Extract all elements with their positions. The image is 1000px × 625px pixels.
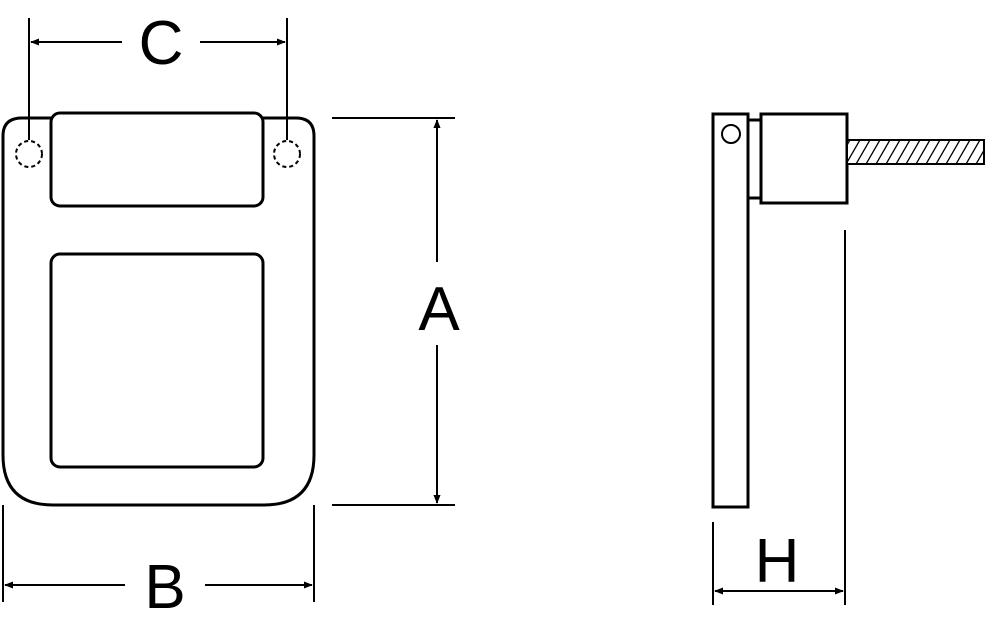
- right-mounting-hole: [273, 140, 301, 168]
- grip-opening: [49, 252, 265, 469]
- handle-profile-bar: [711, 112, 750, 509]
- mounting-plate: [49, 111, 265, 208]
- dimension-a: [332, 117, 455, 506]
- left-mounting-hole: [15, 140, 43, 168]
- dimension-a-label: A: [418, 275, 460, 344]
- bracket-connector: [746, 118, 763, 200]
- dimension-c: [28, 18, 288, 140]
- dimension-h-label: H: [755, 527, 800, 596]
- dimension-h: [712, 230, 846, 605]
- pivot-hole: [721, 124, 741, 144]
- mounting-block: [759, 112, 849, 205]
- dimension-b: [2, 505, 315, 602]
- front-view: [1, 111, 316, 507]
- side-view: [711, 112, 985, 509]
- dimension-c-label: C: [139, 9, 184, 78]
- dimension-b-label: B: [144, 553, 185, 622]
- handle-outer-outline: [1, 116, 316, 507]
- threaded-bolt: [846, 139, 985, 165]
